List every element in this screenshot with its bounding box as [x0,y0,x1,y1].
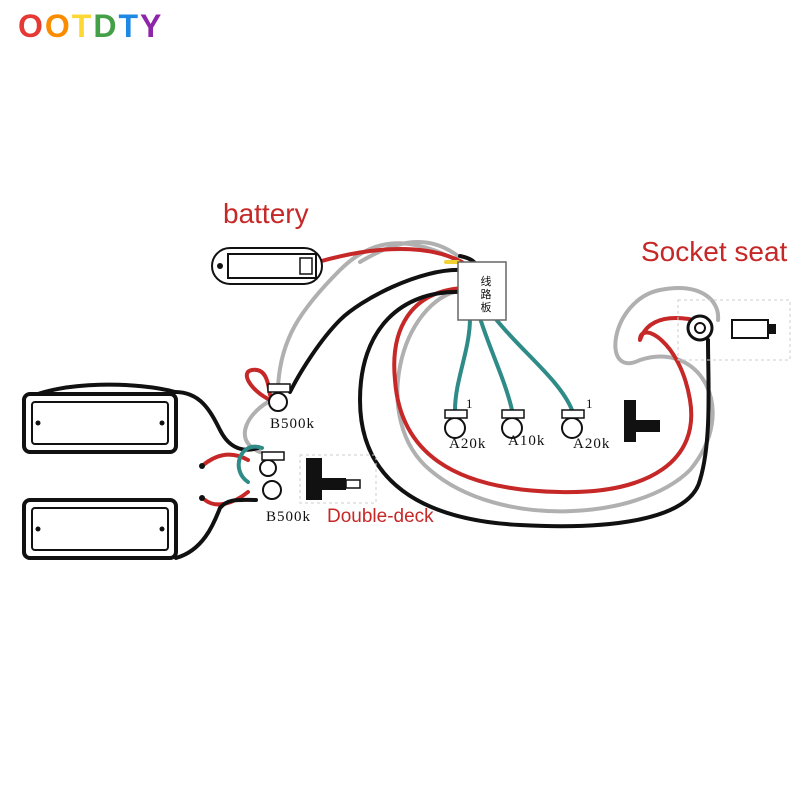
teal-wire [453,316,472,412]
black-wire [288,267,464,394]
pot-knob [262,480,282,500]
red-wire [244,367,272,402]
pot-a20k-right [561,409,585,439]
pickup [22,498,178,560]
black-wire [174,497,258,560]
pot-shaft-side-view [624,400,660,442]
logo-letter: D [93,8,119,44]
pickup-screw [35,420,41,426]
board-char: 路 [481,288,492,301]
logo-letter: Y [139,8,164,44]
battery [211,247,323,285]
socket-seat [677,299,791,361]
double-deck-label: Double-deck [327,506,434,527]
double-deck-frame [299,454,377,504]
pin-mark: 1 [466,396,474,411]
teal-wire [478,316,514,412]
gray-wire [242,398,274,454]
battery-terminal [299,257,313,275]
socket-seat-label: Socket seat [641,236,788,267]
board-char: 线 [481,274,492,288]
pot-label: A20k [449,436,487,452]
pot-label: A20k [573,436,611,452]
brand-logo: OOTDTY [18,8,163,45]
pot-label: B500k [266,509,312,525]
gray-wire [358,239,460,264]
gray-wire [276,241,470,390]
pickup-screw [159,420,165,426]
pickup-screw [35,526,41,532]
pot-a10k [501,409,525,439]
pot-lugs [561,409,585,419]
socket-frame [677,299,791,361]
pot-lugs [444,409,468,419]
black-wire [358,289,711,529]
jack-tip [768,324,776,334]
double-deck-knob [345,479,361,489]
solder-point [199,463,205,469]
double-deck-shaft [306,458,346,500]
red-wire [200,452,250,468]
solder-point [199,495,205,501]
pot-lugs [501,409,525,419]
pickup-screw [159,526,165,532]
board-outline [457,261,507,321]
pot-shaft [624,400,660,442]
pot-lugs [261,451,285,461]
pot-knob [561,417,583,439]
pin-mark: 1 [586,396,594,411]
logo-letter: T [71,8,94,44]
pot-knob [259,459,277,477]
red-wire [392,286,702,495]
circuit-board: 线 路 板 [457,261,507,321]
teal-wire [236,444,264,484]
pot-lugs [267,383,291,393]
red-wire [316,247,464,264]
pot-label: B500k [270,416,316,432]
pot-stack-double-deck [259,451,377,504]
socket-center [694,322,706,334]
board-char: 板 [481,300,492,314]
pot-knob [268,392,288,412]
pot-b500k-top [267,383,291,412]
pickup [22,392,178,454]
jack-plug [731,319,769,339]
battery-screw [217,263,223,269]
logo-letter: T [118,8,140,44]
pot-knob [444,417,466,439]
logo-letter: O [18,8,45,44]
pickup-inner [31,401,169,445]
teal-wire [493,316,574,412]
pot-label: A10k [508,433,546,449]
gray-wire [395,286,721,514]
pickup-inner [31,507,169,551]
logo-letter: O [44,8,72,44]
battery-label: battery [223,198,309,229]
pot-a20k-left [444,409,468,439]
